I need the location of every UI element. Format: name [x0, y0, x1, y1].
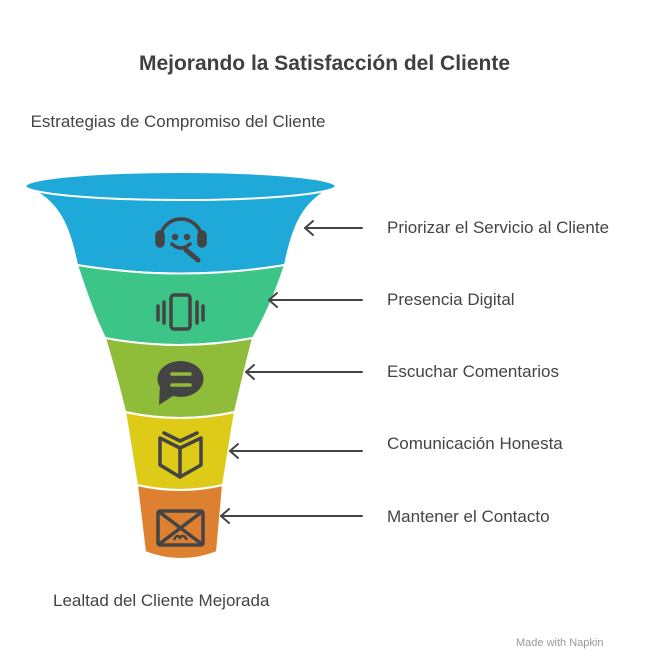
arrow-5 — [220, 508, 363, 524]
customer-support-icon — [155, 217, 207, 263]
arrow-4 — [229, 443, 363, 459]
arrow-2 — [268, 292, 363, 308]
stage-label: Escuchar Comentarios — [387, 362, 559, 381]
funnel-top-rim — [24, 171, 337, 201]
envelope-icon — [156, 509, 205, 547]
stage-label: Mantener el Contacto — [387, 507, 550, 526]
arrow-3 — [245, 364, 363, 380]
funnel-bottom-label: Lealtad del Cliente Mejorada — [53, 591, 270, 610]
diagram-title: Mejorando la Satisfacción del Cliente — [138, 52, 511, 75]
napkin-credit: Made with Napkin — [516, 637, 604, 649]
chat-bubble-icon — [157, 361, 204, 405]
stage-label: Priorizar el Servicio al Cliente — [387, 218, 610, 237]
arrow-1 — [304, 220, 363, 236]
funnel-stage-5 — [135, 483, 225, 560]
vibrating-phone-icon — [156, 293, 205, 331]
funnel-stage-2 — [75, 263, 287, 346]
stage-label: Comunicación Honesta — [387, 434, 563, 453]
open-book-icon — [158, 431, 203, 479]
funnel-top-label: Estrategias de Compromiso del Cliente — [30, 112, 326, 131]
stage-label: Presencia Digital — [387, 290, 515, 309]
